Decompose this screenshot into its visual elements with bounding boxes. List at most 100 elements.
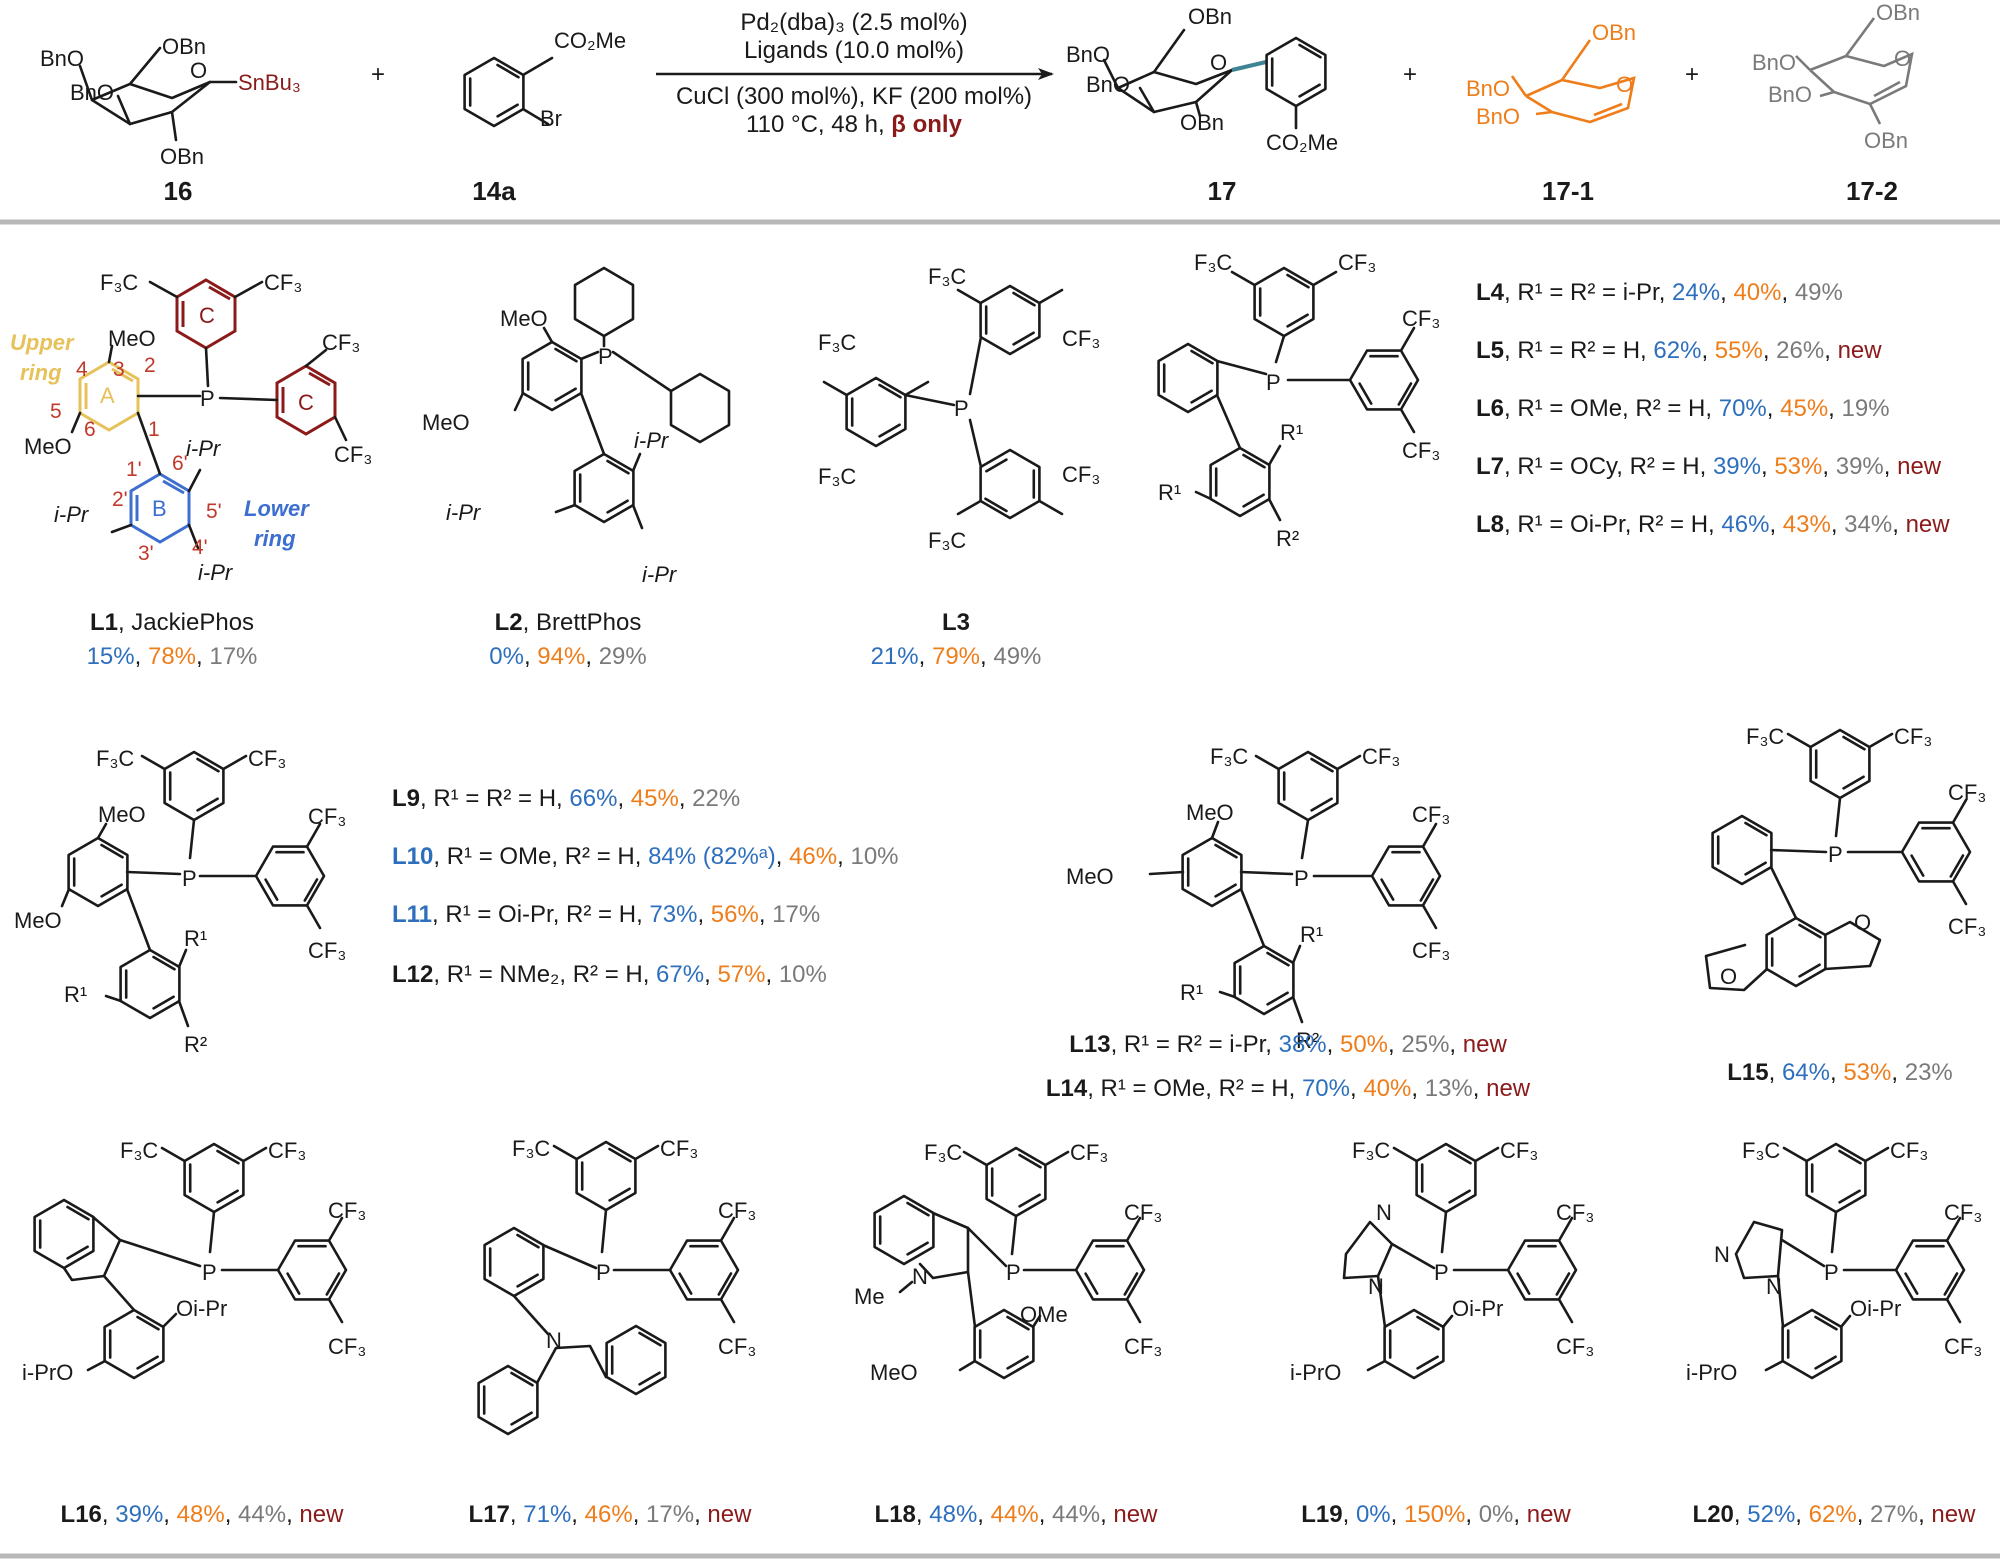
caption-l6-yield-0: 70% — [1719, 395, 1767, 422]
caption-l2-id: L2 — [495, 609, 523, 636]
caption-l6-id: L6 — [1476, 395, 1504, 422]
caption-l10-yield-1: 46% — [789, 843, 837, 870]
l1-ring-c-2: C — [298, 390, 314, 415]
l15-o-1: O — [1854, 910, 1871, 935]
ligand-structure-L17: P N F₃C CF₃ CF₃ CF₃ — [477, 1136, 756, 1436]
l3-f3c-4: F₃C — [928, 528, 966, 553]
l13-meo-1: MeO — [1186, 800, 1234, 825]
l13-cf3-2: CF₃ — [1412, 802, 1450, 827]
l1-f3c-1: F₃C — [100, 270, 138, 295]
l19-cf3-1: CF₃ — [1500, 1138, 1538, 1163]
condition-catalyst: Pd₂(dba)₃ (2.5 mol%) — [740, 9, 967, 36]
l4-cf3-3: CF₃ — [1402, 438, 1440, 463]
l17-cf3-2: CF₃ — [718, 1198, 756, 1223]
caption-l11-sep-0: , — [636, 901, 649, 928]
caption-l5-new-tag: new — [1838, 337, 1883, 364]
ligand-structure-L3: P F₃C CF₃ F₃C F₃C CF₃ F₃C — [818, 264, 1100, 553]
l3-phosphorus: P — [954, 396, 969, 421]
caption-l8-yield-1: 43% — [1783, 511, 1831, 538]
caption-l18-id: L18 — [875, 1501, 916, 1528]
caption-l17-id: L17 — [469, 1501, 510, 1528]
caption-l13-sep-0: , — [1265, 1031, 1278, 1058]
l2-ipr-1-text: i-Pr — [634, 428, 670, 453]
l16-oipr-2-text: i-PrO — [22, 1360, 73, 1385]
caption-l4-sep-2: , — [1781, 279, 1794, 306]
caption-l14-sep-2: , — [1411, 1075, 1424, 1102]
caption-l16-new-tag: new — [299, 1501, 344, 1528]
caption-l16-sep-0: , — [102, 1501, 115, 1528]
l1-ipr-4prime-text: i-Pr — [198, 560, 234, 585]
caption-l16-yield-1: 48% — [177, 1501, 225, 1528]
plus-sign-2: + — [1403, 61, 1417, 88]
bno-label-17-2b: BnO — [1768, 82, 1812, 107]
caption-l20-sep-2: , — [1857, 1501, 1870, 1528]
caption-l12: L12, R¹ = NMe₂, R² = H, 67%, 57%, 10% — [392, 961, 827, 988]
obn-2-label: OBn — [160, 144, 204, 169]
caption-l19-sep-2: , — [1465, 1501, 1478, 1528]
l20-phosphorus: P — [1824, 1260, 1839, 1285]
caption-l16-yield-0: 39% — [115, 1501, 163, 1528]
l19-oipr-1: Oi-Pr — [1452, 1296, 1503, 1321]
caption-l14: L14, R¹ = OMe, R² = H, 70%, 40%, 13%, ne… — [1046, 1075, 1531, 1102]
caption-l17-sep-0: , — [510, 1501, 523, 1528]
caption-l16-sep-tag: , — [286, 1501, 299, 1528]
l15-f3c-1: F₃C — [1746, 724, 1784, 749]
l2-phosphorus: P — [598, 344, 613, 369]
l1-cf3-2: CF₃ — [322, 330, 360, 355]
l4-cf3-1: CF₃ — [1338, 250, 1376, 275]
l1-locant-5prime: 5' — [206, 500, 222, 523]
compound-17-2-label: 17-2 — [1846, 176, 1898, 206]
caption-l5-yield-1: 55% — [1715, 337, 1763, 364]
caption-l20-new-tag: new — [1931, 1501, 1976, 1528]
caption-l15-yield-0: 64% — [1782, 1059, 1830, 1086]
l18-cf3-2: CF₃ — [1124, 1200, 1162, 1225]
l1-locant-3prime: 3' — [138, 542, 154, 565]
l9-cf3-3: CF₃ — [308, 938, 346, 963]
caption-l18-sep-tag: , — [1100, 1501, 1113, 1528]
condition-ligand: Ligands (10.0 mol%) — [744, 37, 964, 64]
caption-l16-id: L16 — [61, 1501, 102, 1528]
caption-l13-sep-tag: , — [1449, 1031, 1462, 1058]
l1-ipr-6prime: i-Pr — [186, 436, 222, 461]
caption-l5-sep-1: , — [1701, 337, 1714, 364]
l13-r1-upper: R¹ — [1300, 922, 1323, 947]
caption-l13-cond: , R¹ = R² = i-Pr — [1111, 1031, 1267, 1058]
l1-upper-word: Upper — [10, 330, 75, 355]
caption-l12-yield-1: 57% — [717, 961, 765, 988]
caption-l6-cond: , R¹ = OMe, R² = H — [1504, 395, 1705, 422]
caption-l17-sep-1: , — [571, 1501, 584, 1528]
caption-l14-sep-1: , — [1350, 1075, 1363, 1102]
caption-l20-id: L20 — [1693, 1501, 1734, 1528]
caption-l15: L15, 64%, 53%, 23% — [1727, 1059, 1953, 1086]
caption-l3-yield-1: 79% — [932, 643, 980, 670]
caption-l15-id: L15 — [1727, 1059, 1768, 1086]
caption-l12-sep-1: , — [704, 961, 717, 988]
caption-l3-sep-2: , — [980, 643, 993, 670]
l9-f3c-1: F₃C — [96, 746, 134, 771]
l1-ring-a: A — [100, 383, 115, 408]
caption-l19-id: L19 — [1301, 1501, 1342, 1528]
caption-l7-id: L7 — [1476, 453, 1504, 480]
caption-l14-new-tag: new — [1486, 1075, 1531, 1102]
caption-l19-sep-1: , — [1391, 1501, 1404, 1528]
l16-phosphorus: P — [202, 1260, 217, 1285]
l19-phosphorus: P — [1434, 1260, 1449, 1285]
caption-l1-yield-0: 15% — [87, 643, 135, 670]
l18-cf3-3: CF₃ — [1124, 1334, 1162, 1359]
caption-l1: L1, JackiePhos — [90, 609, 254, 636]
caption-l11-cond: , R¹ = Oi-Pr, R² = H — [432, 901, 636, 928]
l16-f3c-1: F₃C — [120, 1138, 158, 1163]
l15-cf3-1: CF₃ — [1894, 724, 1932, 749]
l18-methyl: Me — [854, 1284, 885, 1309]
bno-3-label: BnO — [70, 80, 114, 105]
l1-ring-b: B — [152, 496, 167, 521]
l18-phosphorus: P — [1006, 1260, 1021, 1285]
caption-l12-yield-0: 67% — [656, 961, 704, 988]
caption-l3-sep-1: , — [919, 643, 932, 670]
l9-cf3-1: CF₃ — [248, 746, 286, 771]
compound-17-1-label: 17-1 — [1542, 176, 1594, 206]
ligand-structure-L4-L8: P F₃C CF₃ CF₃ CF₃ R¹ R¹ R² — [1157, 250, 1440, 551]
l9-r2: R² — [184, 1032, 207, 1057]
caption-l14-yield-2: 13% — [1425, 1075, 1473, 1102]
caption-l17-sep-2: , — [633, 1501, 646, 1528]
